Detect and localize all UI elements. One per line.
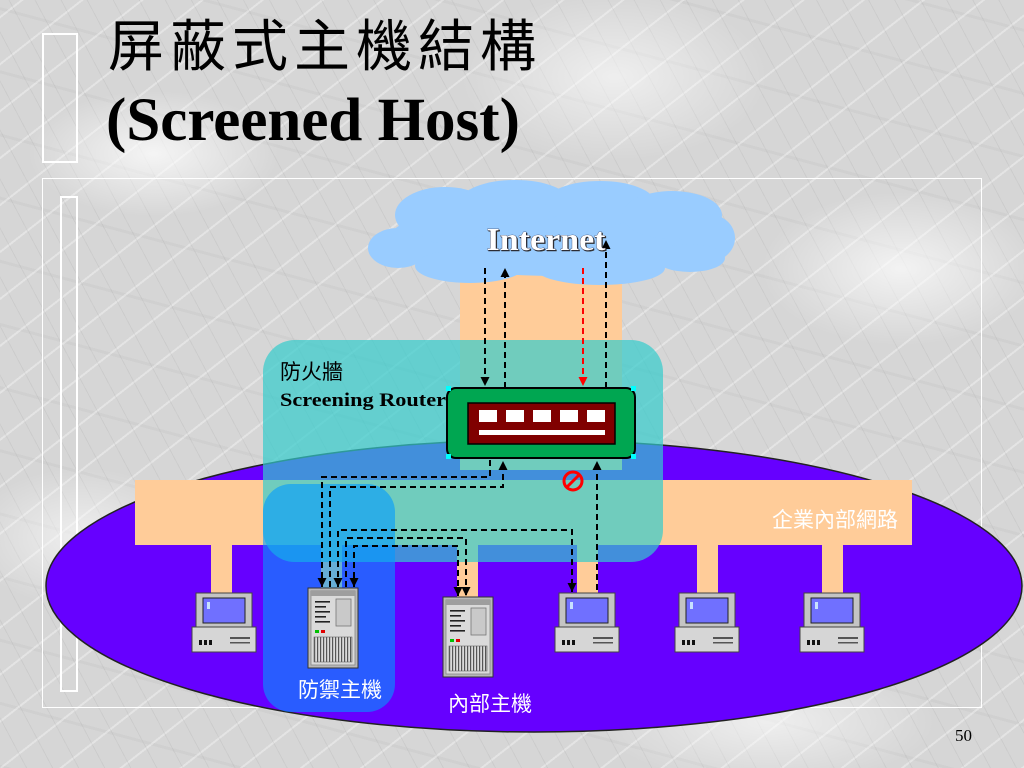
internal-host-label: 內部主機: [448, 692, 532, 716]
flow-bastion-host-workstation: [333, 529, 577, 592]
router-panel: [467, 402, 616, 445]
internal-host-server-icon: [442, 596, 494, 678]
firewall-label-en: Screening Router: [280, 390, 447, 411]
slide-subtitle: (Screened Host): [106, 87, 520, 154]
desktop-computer-icon: [191, 592, 257, 653]
cloud-puff: [535, 251, 665, 285]
flow-bastion-host-to-router: [329, 461, 508, 587]
drop-link: [822, 545, 843, 595]
prohibited-icon: [562, 470, 584, 492]
router-port: [533, 410, 551, 422]
cloud-puff: [415, 249, 525, 283]
router-port: [587, 410, 605, 422]
cloud-puff: [368, 228, 428, 268]
flow-router-to-bastion-host: [317, 460, 491, 587]
router-port: [506, 410, 524, 422]
decorative-side-bar: [60, 196, 78, 692]
prohibited-slash: [565, 473, 581, 489]
network-label: 企業內部網路: [772, 508, 898, 532]
selection-handle: [446, 386, 451, 391]
selection-handle: [631, 454, 636, 459]
traffic-flows: [317, 240, 611, 596]
cloud-puff: [460, 180, 570, 224]
desktop-computer-icon: [554, 592, 620, 653]
firewall-label-zh: 防火牆: [280, 360, 343, 384]
selection-handle: [446, 454, 451, 459]
router-port: [560, 410, 578, 422]
slide-title: 屏蔽式主機結構: [108, 15, 542, 80]
cloud-icon: [368, 180, 735, 285]
cloud-puff: [655, 244, 725, 272]
router-status-bar: [479, 430, 605, 435]
bastion-host-label: 防禦主機: [298, 678, 382, 702]
bastion-host-server-icon: [307, 587, 359, 669]
flow-internal-host-to-bastion-host: [349, 545, 463, 596]
flow-bastion-host-to-internal-host: [345, 537, 471, 596]
router-port: [479, 410, 497, 422]
desktop-computer-icon: [674, 592, 740, 653]
selection-handle: [631, 386, 636, 391]
drop-link: [697, 545, 718, 595]
prohibited-ring: [562, 470, 584, 492]
desktop-computer-icon: [799, 592, 865, 653]
decorative-title-tab: [42, 33, 78, 163]
page-number: 50: [955, 726, 972, 745]
internet-label: Internet: [487, 221, 606, 257]
router-icon: [446, 386, 636, 459]
drop-link: [211, 545, 232, 595]
